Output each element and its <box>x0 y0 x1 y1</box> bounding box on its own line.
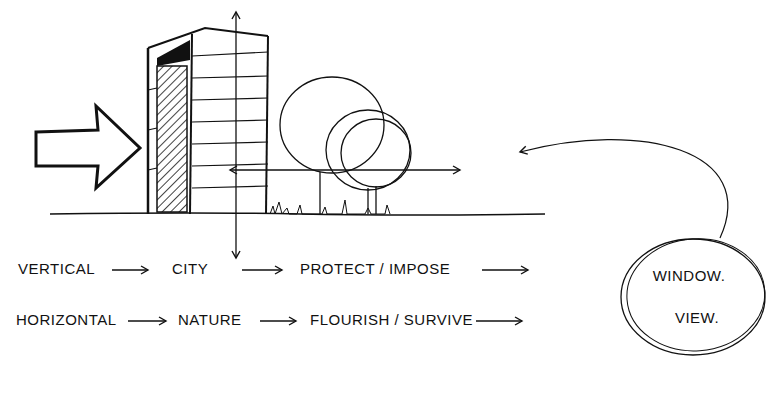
sketch-note: CITY <box>172 260 208 278</box>
node-text: VIEW. <box>675 309 719 327</box>
sketch-note: VERTICAL <box>18 260 95 278</box>
sketch-note: PROTECT / IMPOSE <box>300 260 450 278</box>
sketch-note: NATURE <box>178 311 242 329</box>
sketch-note: FLOURISH / SURVIVE <box>310 311 473 329</box>
circle-outline <box>618 236 768 358</box>
sketch-circle: WINDOW. VIEW. <box>618 236 768 358</box>
sketch-note: HORIZONTAL <box>16 311 117 329</box>
node-text: WINDOW. <box>653 267 726 285</box>
